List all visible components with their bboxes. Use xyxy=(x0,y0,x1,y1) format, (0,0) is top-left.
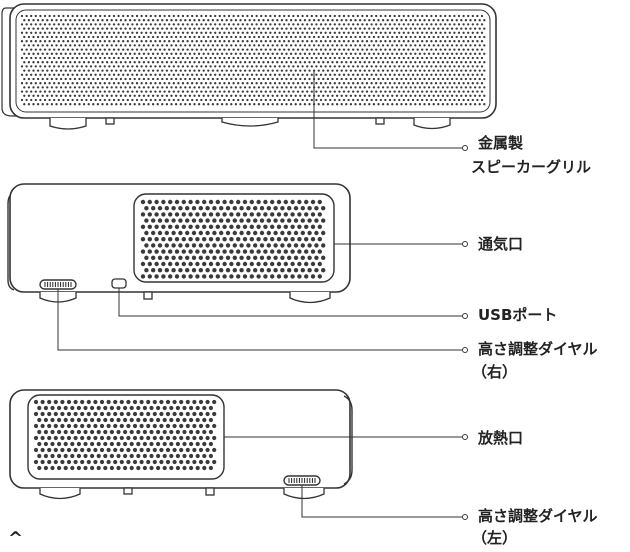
exhaust-dots xyxy=(33,399,217,471)
label-height-dial-left-line1: 高さ調整ダイヤル xyxy=(478,507,598,525)
leader-exhaust-end xyxy=(462,434,468,440)
label-height-dial-left-line2: （左） xyxy=(472,529,518,547)
speaker-foot-center xyxy=(221,118,279,127)
leader-dial-right-end xyxy=(462,347,468,353)
vent-dots xyxy=(140,199,326,279)
label-height-dial-right-line2: （右） xyxy=(472,363,518,381)
side2-clip-left xyxy=(123,487,133,495)
chevron-up-icon: ^ xyxy=(8,528,24,549)
speaker-grille-dots xyxy=(20,14,486,106)
speaker-grille-frame xyxy=(15,9,491,113)
label-speaker-grille-line1: 金属製 xyxy=(478,134,524,152)
leader-speaker-grille-end xyxy=(462,145,468,151)
leader-speaker-grille xyxy=(313,70,462,149)
speaker-body-left-edge xyxy=(1,7,20,117)
speaker-foot-right xyxy=(413,118,451,130)
side2-foot-right xyxy=(283,488,325,500)
speaker-clip-left xyxy=(105,117,115,125)
usb-port xyxy=(111,278,127,289)
leader-vent-end xyxy=(462,241,468,247)
leader-usb xyxy=(118,288,462,317)
speaker-clip-right xyxy=(375,117,385,125)
speaker-body xyxy=(9,3,497,119)
label-speaker-grille-line2: スピーカーグリル xyxy=(471,158,592,176)
side1-foot-right xyxy=(289,292,331,304)
leader-dial-left xyxy=(301,485,462,518)
side2-clip-right xyxy=(205,487,215,496)
label-usb-port: USBポート xyxy=(478,306,558,324)
label-vent: 通気口 xyxy=(478,235,524,253)
leader-dial-left-end xyxy=(462,514,468,520)
leader-usb-end xyxy=(462,313,468,319)
side2-foot-left xyxy=(39,488,81,500)
speaker-foot-left xyxy=(49,118,87,130)
side1-clip xyxy=(143,291,153,300)
label-height-dial-right-line1: 高さ調整ダイヤル xyxy=(478,340,598,358)
label-exhaust: 放熱口 xyxy=(478,429,524,447)
leader-dial-right xyxy=(57,289,462,351)
side2-back-edge xyxy=(343,395,353,485)
